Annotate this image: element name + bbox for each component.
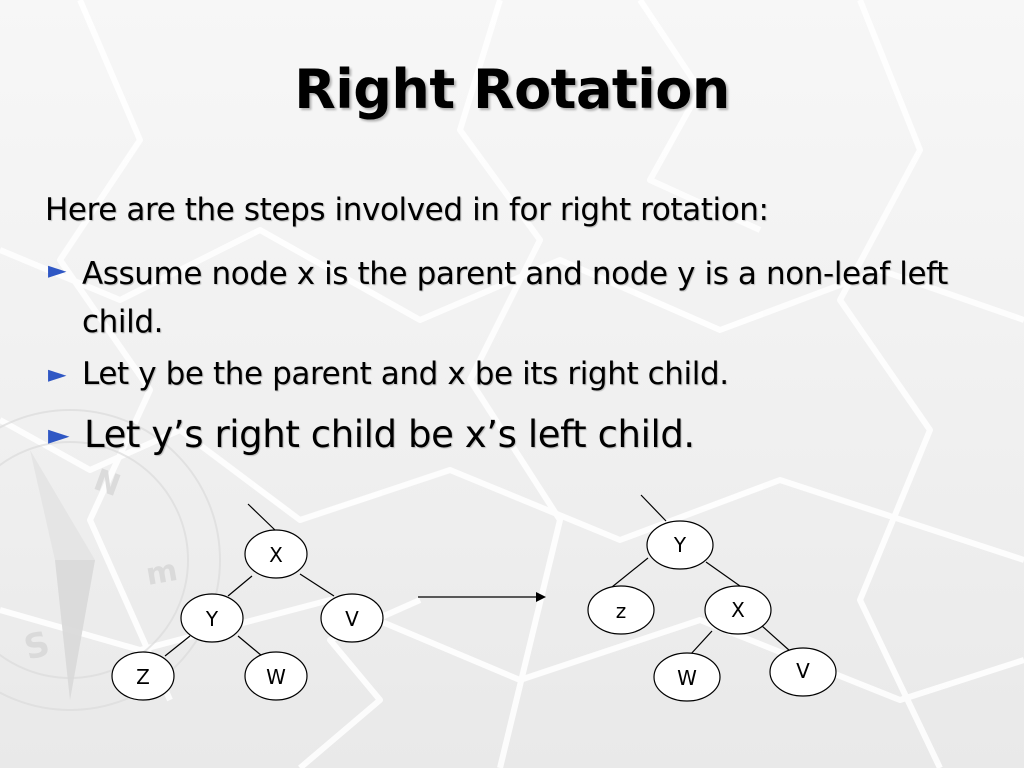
node-label: Y bbox=[205, 607, 219, 631]
node-label: Z bbox=[136, 665, 150, 689]
node-label: V bbox=[345, 607, 359, 631]
node-label: z bbox=[616, 599, 627, 623]
bullet-arrow-icon: ► bbox=[48, 360, 67, 388]
node-label: W bbox=[677, 666, 697, 690]
tree-node bbox=[769, 647, 837, 697]
tree-node bbox=[244, 651, 308, 701]
tree-edge bbox=[705, 561, 741, 587]
tree-node bbox=[320, 593, 384, 643]
tree-edge bbox=[247, 503, 277, 532]
tree-edge bbox=[689, 630, 713, 656]
arrow-head-icon bbox=[536, 592, 546, 602]
bullet-item: ► Let y’s right child be x’s left child. bbox=[48, 412, 984, 458]
node-label: Y bbox=[673, 533, 687, 557]
bullet-arrow-icon: ► bbox=[48, 256, 67, 284]
tree-edge bbox=[761, 625, 791, 652]
tree-edge bbox=[164, 635, 191, 657]
tree-node bbox=[653, 652, 721, 702]
tree-node bbox=[704, 585, 772, 635]
intro-text: Here are the steps involved in for right… bbox=[45, 192, 769, 228]
tree-node bbox=[646, 520, 714, 570]
tree-edge bbox=[227, 575, 253, 597]
tree-edge bbox=[611, 557, 649, 588]
bullet-text: Let y’s right child be x’s left child. bbox=[84, 413, 695, 456]
bullet-arrow-icon: ► bbox=[48, 418, 70, 451]
tree-node bbox=[244, 529, 308, 579]
bullet-item: ► Assume node x is the parent and node y… bbox=[48, 250, 982, 346]
tree-node bbox=[587, 585, 655, 635]
bullet-text: Let y be the parent and x be its right c… bbox=[82, 356, 729, 392]
tree-node bbox=[180, 593, 244, 643]
node-label: X bbox=[269, 543, 283, 567]
bullet-item: ► Let y be the parent and x be its right… bbox=[48, 354, 982, 394]
node-label: W bbox=[266, 665, 286, 689]
tree-node bbox=[111, 651, 175, 701]
node-label: X bbox=[731, 598, 745, 622]
slide-title: Right Rotation bbox=[294, 58, 730, 121]
node-label: V bbox=[796, 659, 810, 683]
tree-edge bbox=[237, 635, 263, 657]
tree-edge bbox=[640, 494, 667, 522]
tree-edge bbox=[299, 573, 335, 597]
bullet-text: Assume node x is the parent and node y i… bbox=[82, 256, 948, 340]
